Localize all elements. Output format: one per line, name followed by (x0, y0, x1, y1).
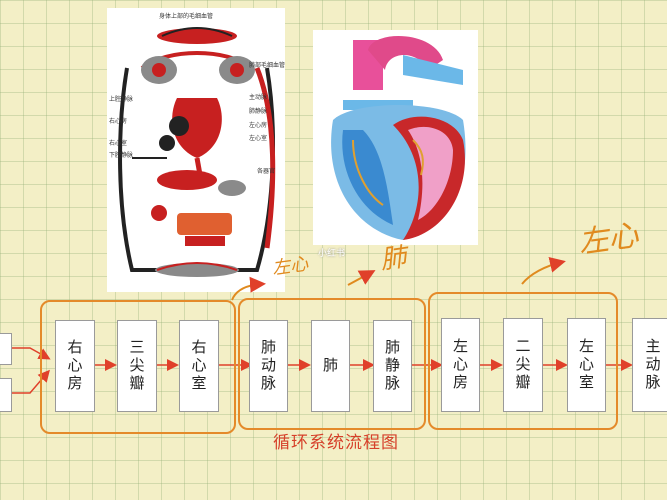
systemic-circulation-diagram: 身体上部的毛细血管 肺部毛细血管 上腔静脉 肺静脉 右心房 右心室 下腔静脉 主… (107, 8, 285, 292)
label-aorta: 主动脉 (249, 94, 268, 101)
heart-drawing (331, 36, 466, 240)
label-left-ventricle: 左心室 (249, 135, 268, 142)
diagram-caption: 循环系统流程图 (273, 433, 399, 453)
group-left-heart (428, 292, 618, 430)
box-lung: 肺 (311, 320, 350, 412)
input-box-upper (0, 333, 12, 365)
input-box-lower (0, 378, 12, 412)
circulation-drawing (118, 27, 276, 277)
label-right-atrium: 右心房 (109, 118, 128, 125)
label-lung-capillaries: 肺部毛细血管 (249, 62, 285, 69)
box-left-ventricle: 左心室 (567, 318, 606, 412)
watermark: 小红书 (318, 249, 346, 259)
box-right-ventricle: 右心室 (179, 320, 219, 412)
heart-diagram (313, 30, 478, 245)
box-aorta: 主动脉 (632, 318, 667, 412)
box-right-atrium: 右心房 (55, 320, 95, 412)
label-right-ventricle: 右心室 (109, 140, 128, 147)
label-upper-capillaries: 身体上部的毛细血管 (159, 13, 214, 20)
label-superior-vena-cava: 上腔静脉 (109, 96, 134, 103)
box-pulmonary-artery: 肺动脉 (249, 320, 288, 412)
label-left-atrium: 左心房 (249, 122, 268, 129)
box-bicuspid-valve: 二尖瓣 (503, 318, 543, 412)
box-pulmonary-vein: 肺静脉 (373, 320, 412, 412)
box-tricuspid-valve: 三尖瓣 (117, 320, 157, 412)
label-pulmonary-vein: 肺静脉 (249, 108, 268, 115)
group-pulmonary (238, 298, 426, 430)
label-inferior-vena-cava: 下腔静脉 (109, 152, 134, 159)
label-organs: 各器官 (257, 168, 276, 175)
box-left-atrium: 左心房 (441, 318, 480, 412)
group-right-heart (40, 300, 236, 434)
